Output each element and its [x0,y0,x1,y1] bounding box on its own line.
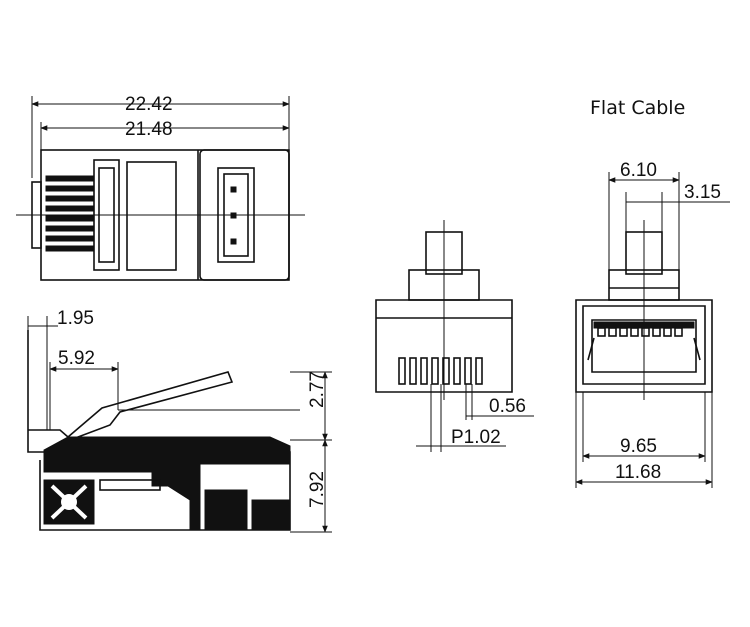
pin-width-label: 0.56 [489,396,526,417]
overall-length-label: 22.42 [125,94,173,115]
cable-grip [43,479,95,525]
latch-offset-label: 1.95 [57,308,94,329]
front-view [375,220,534,452]
cable-thickness-label: 3.15 [684,182,721,203]
outer-width-label: 11.68 [615,462,661,483]
flat-cable-title: Flat Cable [590,97,685,119]
body-length-label: 21.48 [125,119,173,140]
latch-length-label: 5.92 [58,348,95,369]
front-pins [398,357,483,385]
cable-width-label: 6.10 [620,160,657,181]
inner-width-label: 9.65 [620,436,657,457]
top-view [16,96,305,281]
side-view [27,316,332,533]
latch-height-label: 2.77 [307,371,328,408]
body-height-label: 7.92 [307,471,328,508]
pin-pitch-label: P1.02 [451,427,501,448]
top-contacts [45,175,95,252]
flat-cable-view [575,172,730,488]
